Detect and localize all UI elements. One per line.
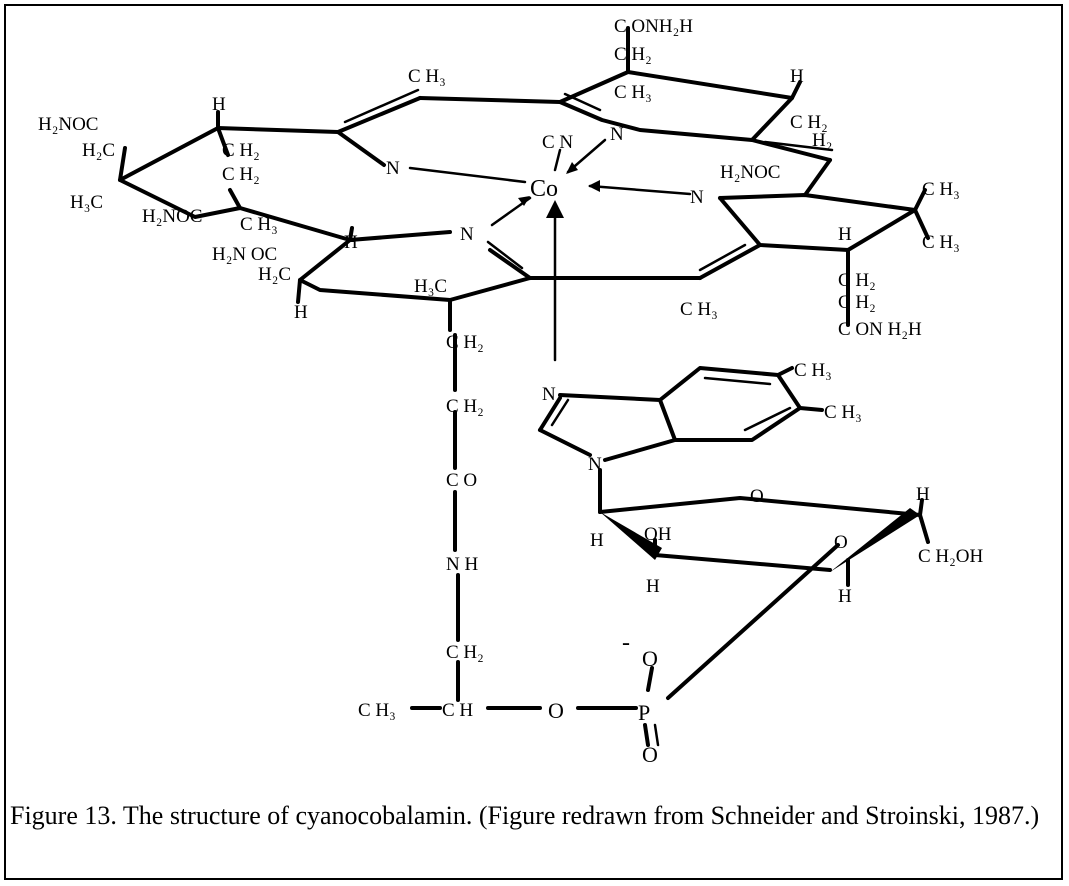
ribose-h-left-label: H (590, 530, 604, 551)
left-ch2-b-label: C H₂ (222, 164, 260, 185)
bottom-bridge-ch3-label: C H₃ (680, 299, 718, 320)
atom-labels: C ONH₂H C H₂ C H₃ H C H₃ C H₂ H₂ H₂NOC C… (38, 16, 983, 767)
ribose-h-a-label: H (646, 576, 660, 597)
left-h2noc-a-label: H₂NOC (38, 114, 98, 135)
cyanocobalamin-structure: C ONH₂H C H₂ C H₃ H C H₃ C H₂ H₂ H₂NOC C… (38, 16, 983, 767)
right-ch2-c-label: C H₂ (838, 292, 876, 313)
right-conh2-label: C ON H₂H (838, 319, 922, 340)
right-ch3-a-label: C H₃ (922, 179, 960, 200)
left-h3c-label: H₃C (70, 192, 103, 213)
phosphate-bonds (643, 543, 840, 747)
left-h2noc-c-label: H₂N OC (212, 244, 277, 265)
ring-n-d-label: N (690, 187, 704, 208)
right-h-label: H (838, 224, 852, 245)
ribose-h-b-label: H (838, 586, 852, 607)
top-bridge-ch3-label: C H₃ (408, 66, 446, 87)
benzimidazole-bonds (538, 366, 824, 462)
right-h2-label: H₂ (812, 130, 832, 151)
chain-ch2-a-label: C H₂ (446, 332, 484, 353)
ring-n-b-label: N (460, 224, 474, 245)
left-h-c-label: H (294, 302, 308, 323)
right-ch3-b-label: C H₃ (922, 232, 960, 253)
benz-ch3-a-label: C H₃ (794, 360, 832, 381)
phosphate-o-top-label: O (642, 646, 658, 671)
ribose-h-right-label: H (916, 484, 930, 505)
chain-ch2-c-label: C H₂ (446, 642, 484, 663)
phosphate-o-bottom-label: O (642, 742, 658, 767)
corrin-ring-bonds (118, 26, 930, 332)
top-h-label: H (790, 66, 804, 87)
left-h-b-label: H (344, 232, 358, 253)
right-h2noc-label: H₂NOC (720, 162, 780, 183)
left-ch3-label: C H₃ (240, 214, 278, 235)
top-ch3-label: C H₃ (614, 82, 652, 103)
benz-n-bottom-label: N (588, 454, 602, 475)
left-h-label: H (212, 94, 226, 115)
ribose-ch2oh-label: C H₂OH (918, 546, 983, 567)
chain-h3c-label: H₃C (414, 276, 447, 297)
benz-n-top-label: N (542, 384, 556, 405)
left-h2c-a-label: H₂C (82, 140, 115, 161)
cobalt-label: Co (530, 176, 558, 202)
cyano-label: C N (542, 132, 573, 153)
cobalt-coordination (408, 138, 692, 362)
left-h2noc-b-label: H₂NOC (142, 206, 202, 227)
top-ch2-label: C H₂ (614, 44, 652, 65)
ring-n-a-label: N (386, 158, 400, 179)
phosphorus-label: P (638, 700, 650, 725)
right-ch2-a-label: C H₂ (790, 112, 828, 133)
phosphate-minus-label: - (622, 630, 630, 656)
figure-frame (4, 4, 1063, 880)
benz-ch3-b-label: C H₃ (824, 402, 862, 423)
chain-ch-label: C H (442, 700, 473, 721)
left-ch2-a-label: C H₂ (222, 140, 260, 161)
figure-caption: Figure 13. The structure of cyanocobalam… (10, 801, 1040, 830)
ribose-o-right-label: O (834, 532, 848, 553)
top-conh2-label: C ONH₂H (614, 16, 693, 37)
side-chain-bonds (410, 333, 638, 710)
ribose-o-label: O (750, 486, 764, 507)
chain-o-label: O (548, 698, 564, 723)
chain-co-label: C O (446, 470, 477, 491)
ring-n-c-label: N (610, 124, 624, 145)
ribose-oh-label: OH (644, 524, 672, 545)
chain-ch3-label: C H₃ (358, 700, 396, 721)
ribose-bonds (598, 468, 930, 587)
right-ch2-b-label: C H₂ (838, 270, 876, 291)
left-h2c-b-label: H₂C (258, 264, 291, 285)
chain-ch2-b-label: C H₂ (446, 396, 484, 417)
chain-nh-label: N H (446, 554, 478, 575)
